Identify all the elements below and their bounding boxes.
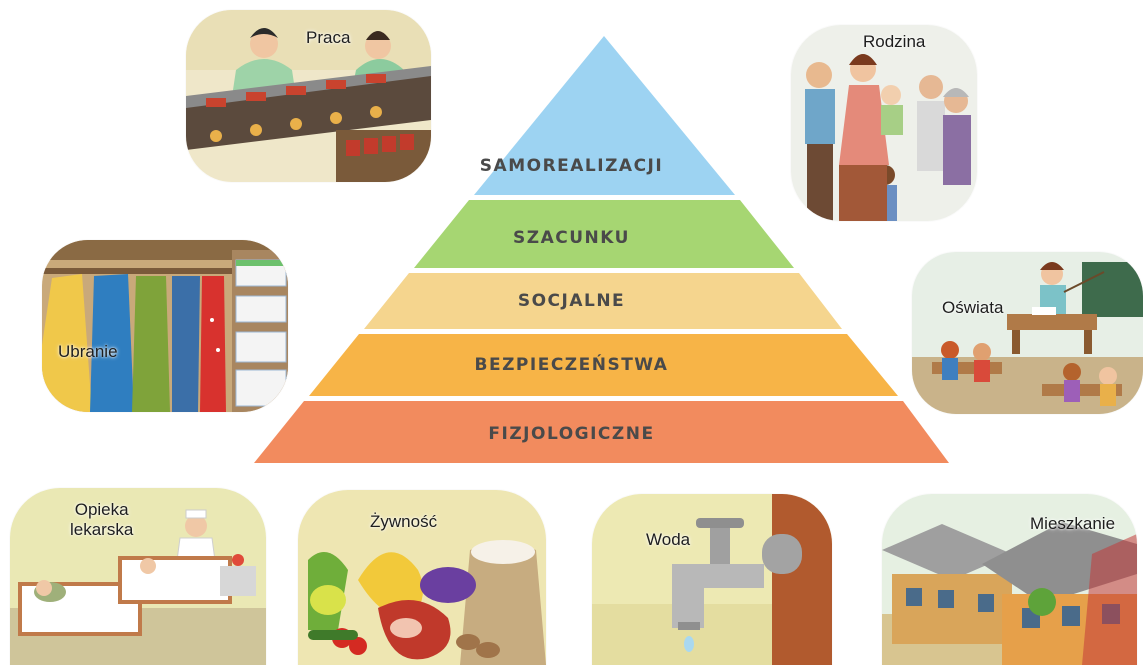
label-bezpieczenstwa: BEZPIECZEŃSTWA (474, 355, 669, 375)
level-fizjologiczne (254, 401, 949, 463)
hospital-ward-icon (10, 488, 266, 665)
scene-opieka-lekarska: Opieka lekarska (10, 488, 266, 665)
label-szacunku: SZACUNKU (513, 228, 630, 248)
woda-label: Woda (646, 530, 691, 549)
scene-praca: Praca (186, 10, 431, 182)
label-socjalne: SOCJALNE (517, 291, 626, 311)
opieka-label: Opieka lekarska (70, 500, 133, 540)
classroom-icon (912, 252, 1143, 414)
scene-rodzina: Rodzina (791, 25, 977, 221)
family-group-icon (791, 25, 977, 221)
rodzina-label: Rodzina (863, 32, 926, 51)
opieka-label-line1: Opieka (74, 500, 129, 519)
level-socjalne (364, 273, 842, 329)
scene-zywnosc: Żywność (298, 490, 546, 665)
label-samorealizacji: SAMOREALIZACJI (479, 156, 664, 176)
food-basket-icon (298, 490, 546, 665)
houses-icon (882, 494, 1137, 665)
praca-label: Praca (306, 28, 351, 47)
scene-woda: Woda (592, 494, 832, 665)
clothes-wardrobe-icon (42, 240, 288, 412)
water-tap-icon (592, 494, 832, 665)
scene-mieszkanie: Mieszkanie (882, 494, 1137, 665)
level-bezpieczenstwa (309, 334, 898, 396)
scene-ubranie: Ubranie (42, 240, 288, 412)
mieszkanie-label: Mieszkanie (1030, 514, 1116, 533)
scene-oswiata: Oświata (912, 252, 1143, 414)
level-samorealizacji (474, 36, 735, 195)
opieka-label-line2: lekarska (70, 520, 134, 539)
zywnosc-label: Żywność (370, 512, 438, 531)
label-fizjologiczne: FIZJOLOGICZNE (488, 424, 655, 444)
level-szacunku (414, 200, 794, 268)
ubranie-label: Ubranie (58, 342, 118, 361)
oswiata-label: Oświata (942, 298, 1004, 317)
factory-conveyor-icon (186, 10, 431, 182)
